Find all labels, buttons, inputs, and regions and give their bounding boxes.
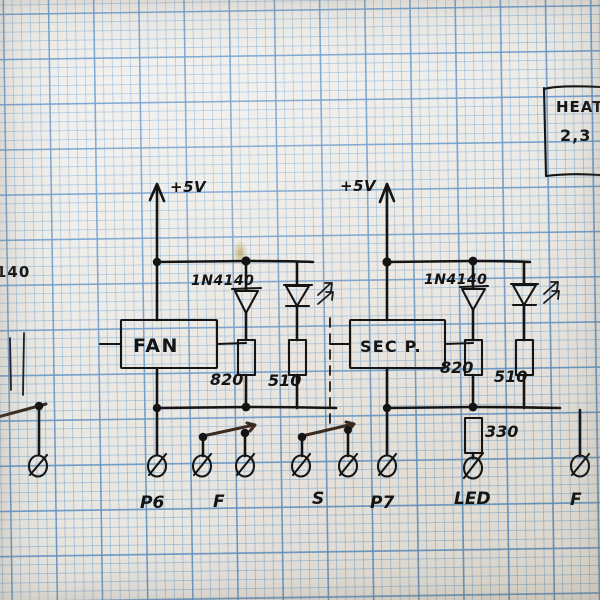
junction-dot [241,402,251,412]
diode-label-right: 1N4140 [424,272,487,288]
terminal-f-right-label: F [570,490,582,510]
top-rail-right [385,259,532,264]
note-box-heat [542,85,600,178]
terminal-s-label: S [312,489,324,509]
note-box-title: HEAT [556,98,600,116]
left-edge-switch-partial [0,401,49,478]
terminal-f-right-partial [569,408,591,478]
diode-right [458,259,490,342]
resistor-820-left [236,338,257,410]
terminal-p6 [146,406,168,478]
led-left [282,260,334,342]
block-fan [98,260,248,410]
supply-label-left: +5V [170,178,207,196]
diode-label-left: 1N4140 [191,273,254,289]
block-fan-label: FAN [133,335,179,357]
supply-label-right: +5V [340,177,377,195]
block-sec-p [328,260,475,410]
top-rail-left [155,259,315,264]
resistor-510-right-label: 510 [494,367,527,386]
terminal-p6-label: P6 [140,493,164,513]
terminal-f-label: F [213,492,225,512]
terminal-p7-label: P7 [370,493,394,513]
diode-label-left-edge: 140 [0,263,30,281]
supply-arrow-left [148,182,166,264]
switch-s [290,420,359,478]
note-box-line2: 2,3 [560,126,591,145]
terminal-p7 [376,406,398,478]
diode-left [230,259,263,342]
left-edge-resistor-partial [9,332,25,396]
supply-arrow-right [378,182,396,264]
resistor-510-left-label: 510 [268,371,301,390]
terminal-led-label: LED [454,489,491,509]
junction-dot [468,402,478,412]
resistor-330-led-label: 330 [485,422,518,441]
block-sec-p-label: SEC P. [360,337,422,356]
switch-f [191,421,257,478]
resistor-820-right [463,338,484,410]
resistor-820-right-label: 820 [440,358,473,377]
resistor-510-left [287,338,308,410]
resistor-330-led [463,416,484,460]
led-right [509,260,560,342]
terminal-led [462,451,485,480]
resistor-510-right [514,338,535,410]
resistor-820-left-label: 820 [210,370,243,389]
